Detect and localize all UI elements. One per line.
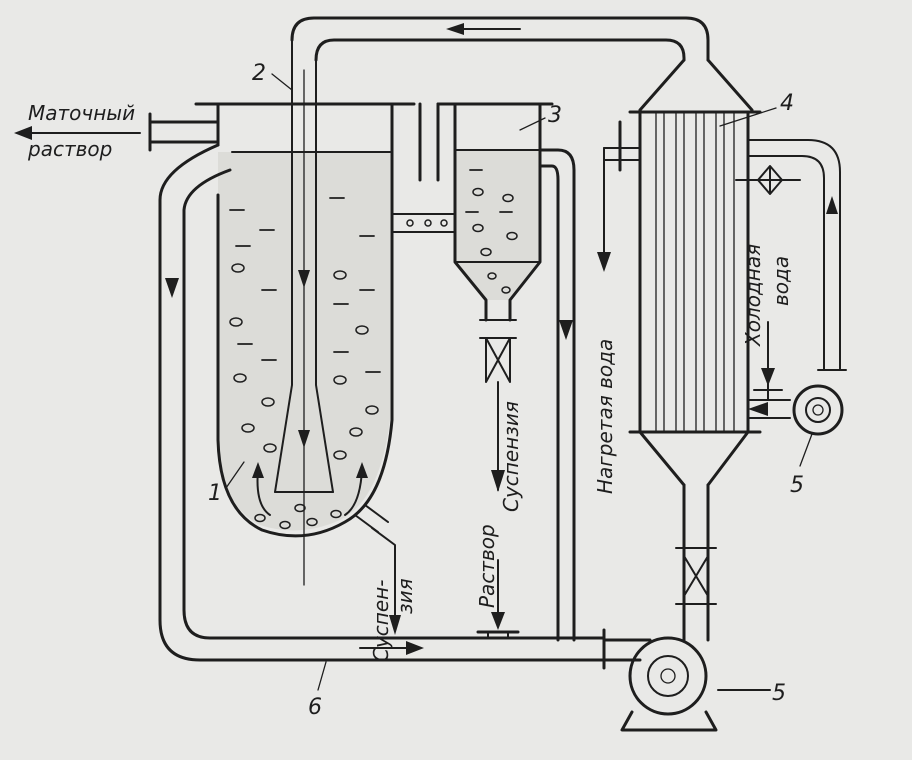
leader-1 [225,461,245,489]
hx-shell [638,110,750,434]
cold-water-in-arrow [748,402,768,416]
mother-liquor-arrow [14,126,32,140]
leader-2 [271,73,293,91]
pipe-6-flow-arrow [406,641,424,655]
transfer-bubble [440,219,448,227]
return-flow-arrow [446,23,464,35]
vessel-3-flange [479,319,517,339]
draft-tube-left-wall [274,39,293,493]
vessel-3-neck [418,102,440,182]
heated-water-arrow [597,252,611,272]
main-pump-base [620,710,718,732]
leader-4 [719,107,777,127]
cold-water-loop-pipe [747,139,841,371]
return-pipe-outer [290,16,710,62]
main-pump-inlet [602,638,652,662]
cold-water-tee [753,381,783,401]
label-number-5-top: 5 [790,473,804,498]
main-pump-impeller [647,655,689,697]
bottom-arrow-left [252,462,264,478]
vessel-3-wall [453,102,542,322]
main-pump-casing [628,636,708,716]
label-suspension-bottom-2: зия [393,578,417,614]
label-heated-water: Нагретая вода [593,339,617,494]
circulation-pipe-6 [158,143,606,670]
heat-exchanger-4 [597,58,847,642]
main-pump-5 [602,636,771,732]
pipe-6-outer [158,143,606,662]
transfer-bubble [406,219,414,227]
label-number-2: 2 [252,61,266,86]
top-pump-impeller [805,397,831,423]
label-mother-liquor-2: раствор [27,137,112,161]
top-return-pipe [290,16,710,62]
transfer-bubble [424,219,432,227]
mother-liquor-nozzle [148,120,220,144]
label-mother-liquor-1: Маточный [28,101,135,125]
classifier-return-pipe [538,148,576,642]
label-number-3: 3 [548,103,562,128]
label-suspension-main: Суспензия [499,401,523,512]
label-number-1: 1 [208,481,222,506]
crystallizer-vessel-1 [194,39,416,635]
leader-6 [317,661,327,691]
center-flow-arrow-2 [298,430,310,448]
top-pump-casing [792,384,844,436]
leader-5-top [799,433,813,467]
vessel-1-wall [216,102,394,538]
solution-inlet-stub [487,631,509,639]
vessel-3-valve [485,337,511,383]
label-solution: Раствор [475,524,499,608]
mother-liquor-outlet [14,112,220,152]
crystals [229,169,518,530]
vessel-3-outlet-arrow [491,470,505,492]
return-pipe-inner [314,38,686,62]
classifier-return-arrow [559,320,573,340]
pipe-6-inner [182,168,606,640]
label-number-4: 4 [780,91,794,116]
top-pump-hub [812,404,824,416]
label-cold-water-1: Холодная [741,244,765,347]
bottom-outlet-pipe [371,527,396,631]
bottom-outlet-arrow [389,615,401,635]
leader-lines [225,73,813,691]
center-flow-arrow [298,270,310,288]
label-cold-water-2: вода [769,256,793,306]
hx-valve [683,555,709,597]
main-pump-hub [660,668,676,684]
classifier-vessel-3 [391,102,554,492]
draft-tube-right-wall [315,59,334,493]
hx-top-cone [638,58,754,112]
transfer-channel [391,213,456,233]
leader-3 [519,117,546,131]
hx-tubes [655,111,735,433]
label-number-6: 6 [308,695,322,720]
solution-inlet-arrow [491,612,505,630]
label-suspension-bottom-1: Суспен- [369,580,393,662]
hx-bottom-cone [638,430,750,487]
bottom-arrow-right [356,462,368,478]
cold-water-down-arrow [761,368,775,386]
cold-water-up-arrow [826,196,838,214]
label-number-5-bottom: 5 [772,681,786,706]
heated-water-nozzle [603,147,641,161]
pipe-6-down-arrow [165,278,179,298]
